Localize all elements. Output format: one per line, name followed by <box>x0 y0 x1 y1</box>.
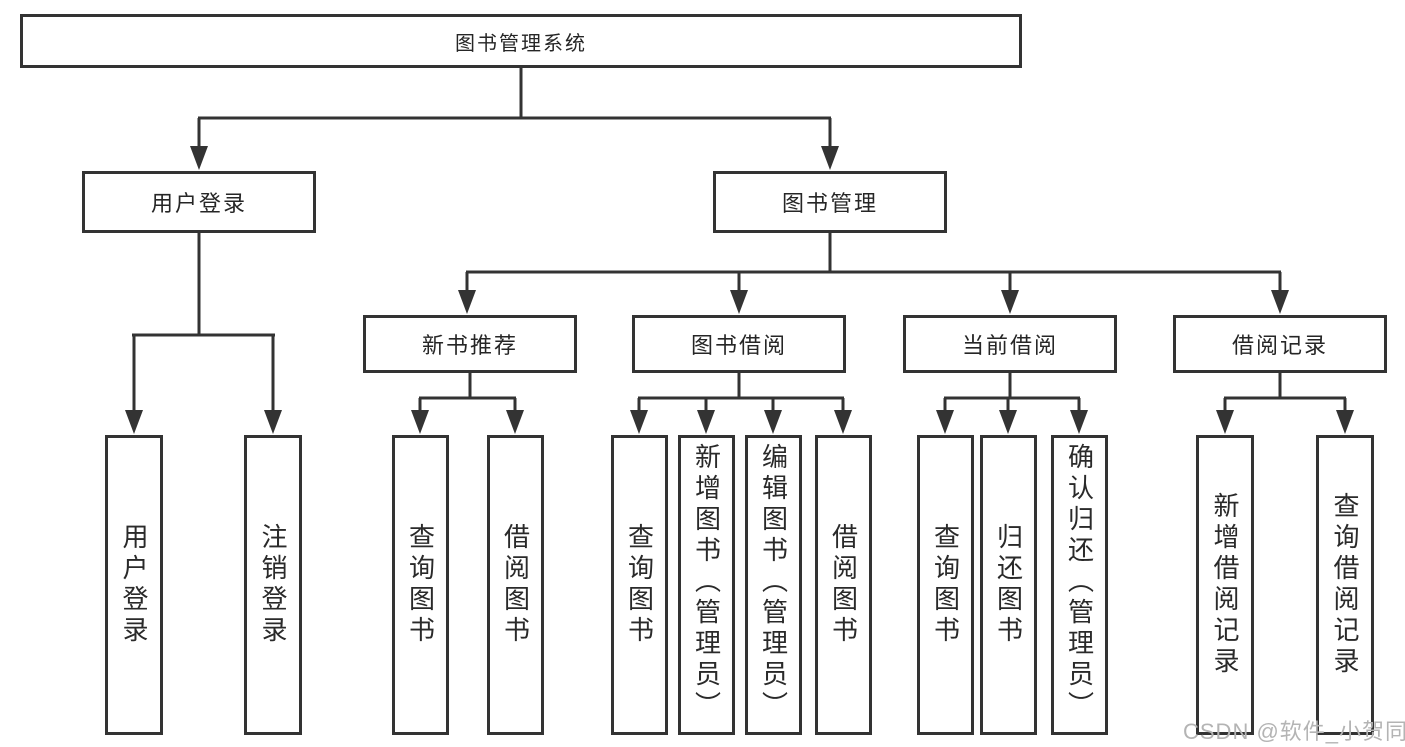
leaf-cb-return-book: 归还图书 <box>980 435 1037 735</box>
leaf-bb-edit-book-admin-label: 编辑图书（管理员） <box>758 443 789 722</box>
leaf-cb-confirm-return-admin: 确认归还（管理员） <box>1051 435 1108 735</box>
node-book-management: 图书管理 <box>713 171 947 233</box>
leaf-br-add-record: 新增借阅记录 <box>1196 435 1254 735</box>
leaf-bb-borrow-book: 借阅图书 <box>815 435 872 735</box>
connector-root-to-level2 <box>190 67 839 170</box>
leaf-user-login-label: 用户登录 <box>119 523 149 647</box>
leaf-bb-edit-book-admin: 编辑图书（管理员） <box>745 435 802 735</box>
connector-current-borrow-to-leaves <box>936 371 1088 434</box>
leaf-br-add-record-label: 新增借阅记录 <box>1210 492 1240 678</box>
node-current-borrowing-label: 当前借阅 <box>961 333 1058 358</box>
leaf-bb-query-book: 查询图书 <box>611 435 668 735</box>
node-new-book-recommendation-label: 新书推荐 <box>421 333 518 358</box>
leaf-nbr-borrow-book: 借阅图书 <box>487 435 544 735</box>
node-book-borrowing: 图书借阅 <box>632 315 846 373</box>
leaf-user-login: 用户登录 <box>105 435 163 735</box>
leaf-nbr-borrow-book-label: 借阅图书 <box>500 523 531 647</box>
node-user-login: 用户登录 <box>82 171 316 233</box>
node-book-management-label: 图书管理 <box>781 191 878 216</box>
node-borrowing-records: 借阅记录 <box>1173 315 1387 373</box>
node-user-login-label: 用户登录 <box>150 191 247 216</box>
node-root: 图书管理系统 <box>20 14 1022 68</box>
connector-book-mgmt-to-level3 <box>458 231 1289 314</box>
node-new-book-recommendation: 新书推荐 <box>363 315 577 373</box>
leaf-cb-query-book: 查询图书 <box>917 435 974 735</box>
leaf-cb-return-book-label: 归还图书 <box>993 523 1024 647</box>
leaf-logout: 注销登录 <box>244 435 302 735</box>
leaf-bb-add-book-admin: 新增图书（管理员） <box>678 435 735 735</box>
leaf-bb-borrow-book-label: 借阅图书 <box>828 523 859 647</box>
leaf-nbr-query-book-label: 查询图书 <box>405 523 436 647</box>
node-book-borrowing-label: 图书借阅 <box>690 333 787 358</box>
node-current-borrowing: 当前借阅 <box>903 315 1117 373</box>
leaf-cb-query-book-label: 查询图书 <box>930 523 961 647</box>
leaf-bb-query-book-label: 查询图书 <box>624 523 655 647</box>
leaf-nbr-query-book: 查询图书 <box>392 435 449 735</box>
leaf-bb-add-book-admin-label: 新增图书（管理员） <box>691 443 722 722</box>
connector-new-book-rec-to-leaves <box>411 371 524 434</box>
connector-user-login-to-leaves <box>125 231 282 434</box>
node-borrowing-records-label: 借阅记录 <box>1231 333 1328 358</box>
connector-borrow-records-to-leaves <box>1216 371 1354 434</box>
node-root-label: 图书管理系统 <box>455 32 587 55</box>
connector-book-borrow-to-leaves <box>630 371 852 434</box>
csdn-watermark: CSDN @软件_小贺同学 <box>1183 719 1405 744</box>
leaf-cb-confirm-return-admin-label: 确认归还（管理员） <box>1064 443 1095 722</box>
leaf-br-query-record: 查询借阅记录 <box>1316 435 1374 735</box>
leaf-logout-label: 注销登录 <box>258 523 288 647</box>
leaf-br-query-record-label: 查询借阅记录 <box>1330 492 1360 678</box>
